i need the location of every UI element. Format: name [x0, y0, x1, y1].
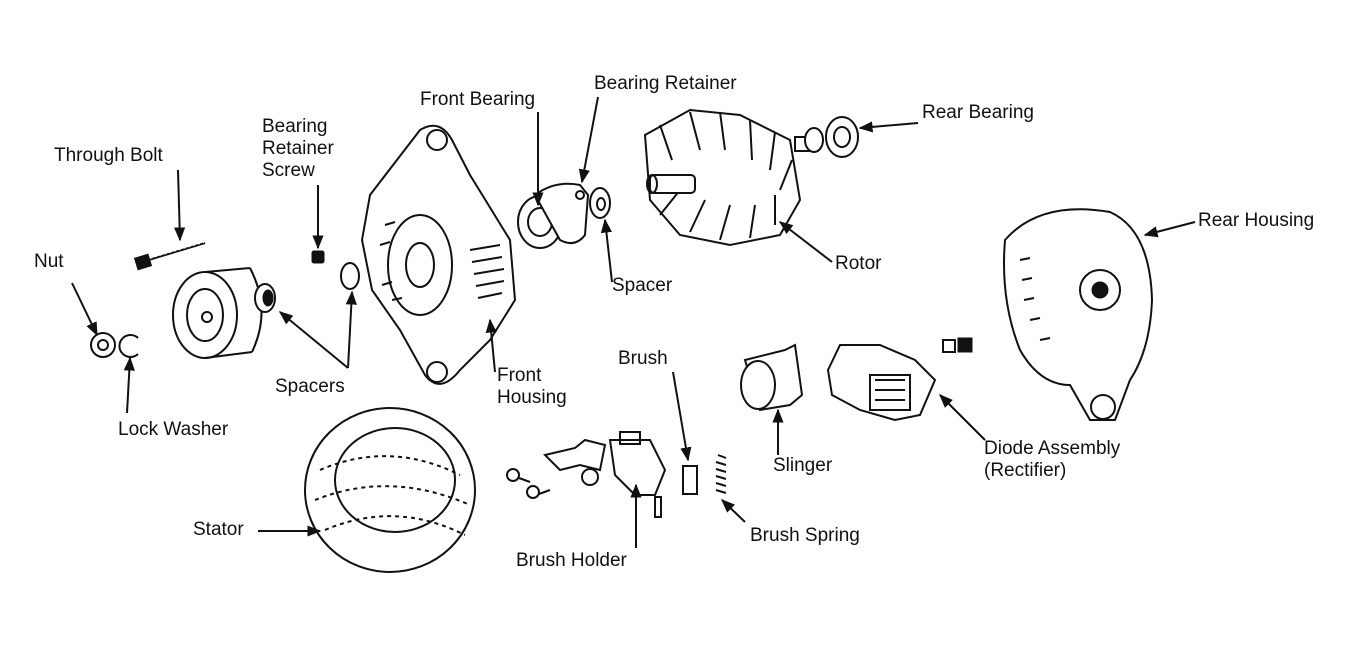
label-through-bolt: Through Bolt [54, 145, 163, 166]
label-lock-washer: Lock Washer [118, 419, 229, 440]
diode-assembly-part [826, 344, 937, 422]
label-stator: Stator [193, 519, 244, 540]
stator-part [304, 407, 476, 573]
front-housing-part [360, 124, 517, 385]
label-bearing-retainer: Bearing Retainer [594, 73, 737, 94]
label-line: Retainer [262, 138, 334, 159]
label-brush-spring: Brush Spring [750, 525, 860, 546]
rear-bearing-part [804, 116, 859, 158]
leader-lines [71, 96, 1196, 548]
label-rotor: Rotor [835, 253, 882, 274]
small-nut-part [942, 337, 973, 353]
label-nut: Nut [34, 251, 64, 272]
label-brush-holder: Brush Holder [516, 550, 627, 571]
label-rear-housing: Rear Housing [1198, 210, 1315, 231]
label-line: Screw [262, 160, 315, 181]
label-line: (Rectifier) [984, 460, 1067, 481]
lock-washer-part [118, 334, 139, 358]
washer-spacer-part [340, 262, 360, 290]
label-line: Front [497, 365, 542, 386]
label-bearing-retainer-screw: Bearing Retainer Screw [262, 116, 334, 182]
label-slinger: Slinger [773, 455, 833, 476]
rear-housing-part [1003, 208, 1154, 421]
bearing-retainer-screw-part [311, 250, 325, 264]
label-front-housing: Front Housing [497, 365, 567, 409]
bearing-retainer-part [533, 182, 590, 245]
label-brush: Brush [618, 348, 668, 369]
spacer-part [589, 187, 611, 219]
brush-part [682, 465, 698, 495]
label-line: Diode Assembly [984, 438, 1121, 459]
rotor-part [643, 108, 814, 247]
label-front-bearing: Front Bearing [420, 89, 536, 110]
pulley-spacer-part [254, 283, 276, 313]
brush-spring-part [715, 454, 727, 494]
label-line: Bearing [262, 116, 328, 137]
label-line: Housing [497, 387, 567, 408]
slinger-part [740, 343, 804, 412]
label-rear-bearing: Rear Bearing [922, 102, 1034, 123]
pulley-part [172, 267, 263, 359]
nut-part [90, 332, 116, 358]
label-spacers: Spacers [275, 376, 345, 397]
brush-holder-part [506, 431, 667, 518]
label-diode-assembly: Diode Assembly (Rectifier) [984, 438, 1120, 482]
small-screws [506, 468, 551, 499]
label-spacer: Spacer [612, 275, 673, 296]
through-bolt-part [133, 241, 206, 271]
